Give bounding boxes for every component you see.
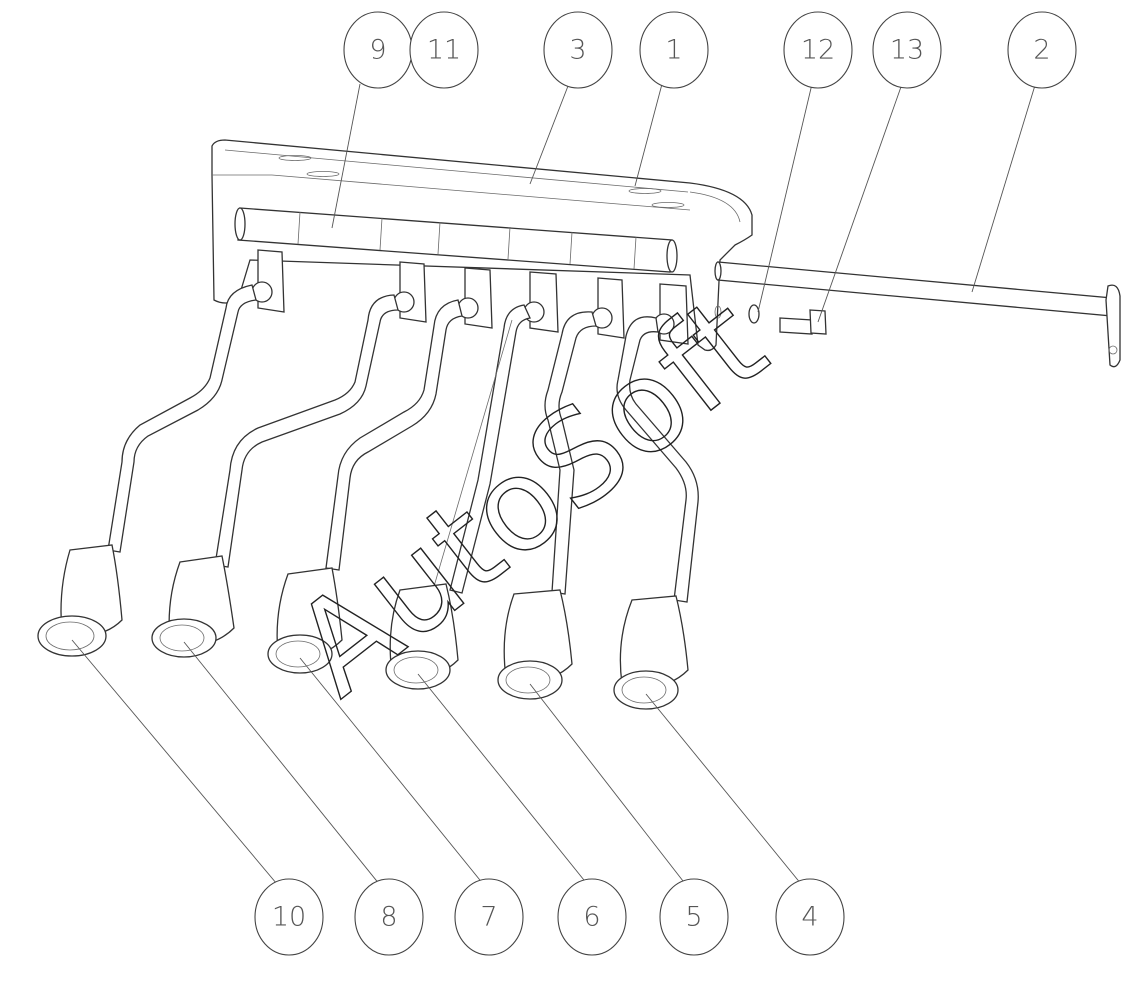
leader-8	[183, 641, 385, 891]
leader-2	[971, 81, 1037, 293]
svg-text:3: 3	[569, 35, 586, 66]
knob-8	[151, 555, 235, 658]
leader-7	[299, 657, 489, 891]
balloon-13: 13	[872, 11, 942, 89]
leader-13	[817, 83, 903, 323]
balloon-5: 5	[659, 878, 729, 956]
balloon-1: 1	[639, 11, 709, 89]
balloon-3: 3	[543, 11, 613, 89]
svg-text:2: 2	[1033, 35, 1050, 66]
svg-text:9: 9	[369, 35, 386, 66]
svg-text:8: 8	[380, 902, 397, 933]
leader-4	[645, 693, 807, 891]
knob-7	[267, 567, 343, 674]
balloon-10: 10	[254, 878, 324, 956]
lever-5	[544, 277, 625, 595]
svg-text:10: 10	[272, 902, 306, 933]
leader-3	[529, 85, 569, 185]
svg-text:4: 4	[801, 902, 818, 933]
svg-text:5: 5	[685, 902, 702, 933]
balloon-4: 4	[775, 878, 845, 956]
main-shaft	[234, 207, 678, 273]
leader-1	[634, 83, 663, 187]
leader-9	[331, 83, 361, 229]
balloon-11: 11	[409, 11, 479, 89]
balloon-6: 6	[557, 878, 627, 956]
leader-6	[417, 673, 593, 891]
leader-lines	[71, 81, 1037, 891]
knob-4	[613, 595, 689, 710]
leader-10	[71, 639, 283, 891]
balloon-2: 2	[1007, 11, 1077, 89]
lever-6	[429, 271, 559, 601]
secondary-rod	[714, 261, 1121, 368]
small-hardware	[748, 304, 827, 335]
svg-text:7: 7	[480, 902, 497, 933]
knob-5	[497, 589, 573, 700]
lever-4	[616, 283, 699, 603]
svg-text:6: 6	[583, 902, 600, 933]
leader-12	[757, 83, 813, 313]
leader-5	[529, 683, 691, 891]
knob-10	[37, 544, 123, 657]
balloon-12: 12	[783, 11, 853, 89]
balloon-8: 8	[354, 878, 424, 956]
lever-7	[325, 267, 493, 571]
balloon-9: 9	[343, 11, 413, 89]
svg-text:11: 11	[427, 35, 461, 66]
lever-10	[107, 249, 285, 553]
svg-text:13: 13	[890, 35, 924, 66]
svg-text:1: 1	[665, 35, 682, 66]
balloon-7: 7	[454, 878, 524, 956]
knob-6	[385, 583, 459, 690]
svg-text:12: 12	[801, 35, 835, 66]
lever-8	[214, 261, 427, 568]
